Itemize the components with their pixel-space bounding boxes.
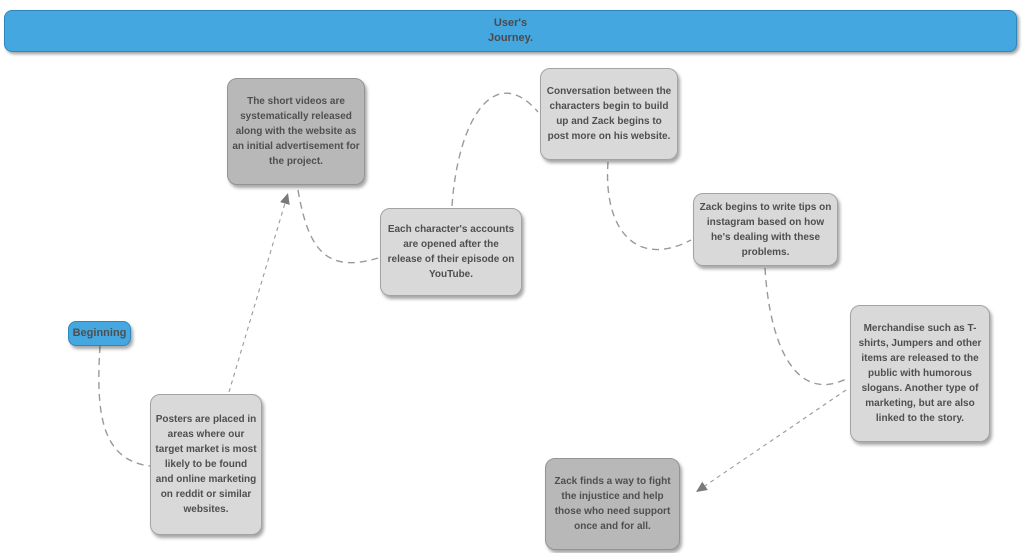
connector-merchandise-to-zack-finds-arrow: [695, 389, 847, 493]
node-short-videos[interactable]: The short videos are systematically rele…: [227, 78, 365, 185]
node-conversation[interactable]: Conversation between the characters begi…: [540, 68, 678, 160]
connector-zack-tips-to-merchandise: [764, 267, 849, 386]
node-short-videos-label: The short videos are systematically rele…: [232, 96, 360, 167]
title-line-2: Journey.: [487, 32, 534, 44]
node-beginning-label: Beginning: [72, 327, 127, 339]
node-posters[interactable]: Posters are placed in areas where our ta…: [150, 394, 262, 535]
node-character-accounts-label: Each character's accounts are opened aft…: [387, 224, 515, 280]
node-beginning[interactable]: Beginning: [68, 321, 131, 346]
node-zack-finds-label: Zack finds a way to fight the injustice …: [554, 476, 671, 532]
node-character-accounts[interactable]: Each character's accounts are opened aft…: [380, 208, 522, 296]
node-conversation-label: Conversation between the characters begi…: [546, 86, 672, 142]
connector-conversation-to-zack-tips: [606, 161, 692, 251]
connector-short-videos-to-character-accounts: [297, 189, 379, 264]
title-banner: User's Journey.: [4, 10, 1017, 52]
title-line-1: User's: [493, 17, 528, 29]
connector-beginning-to-posters: [98, 345, 151, 467]
node-zack-finds[interactable]: Zack finds a way to fight the injustice …: [545, 458, 680, 550]
connector-posters-to-short-videos-arrow: [228, 192, 290, 393]
node-zack-tips-label: Zack begins to write tips on instagram b…: [699, 201, 832, 258]
node-posters-label: Posters are placed in areas where our ta…: [155, 414, 257, 515]
node-zack-tips[interactable]: Zack begins to write tips on instagram b…: [693, 193, 838, 266]
connector-character-accounts-to-conversation: [451, 92, 539, 207]
node-merchandise-label: Merchandise such as T-shirts, Jumpers an…: [858, 323, 982, 424]
node-merchandise[interactable]: Merchandise such as T-shirts, Jumpers an…: [850, 305, 990, 442]
